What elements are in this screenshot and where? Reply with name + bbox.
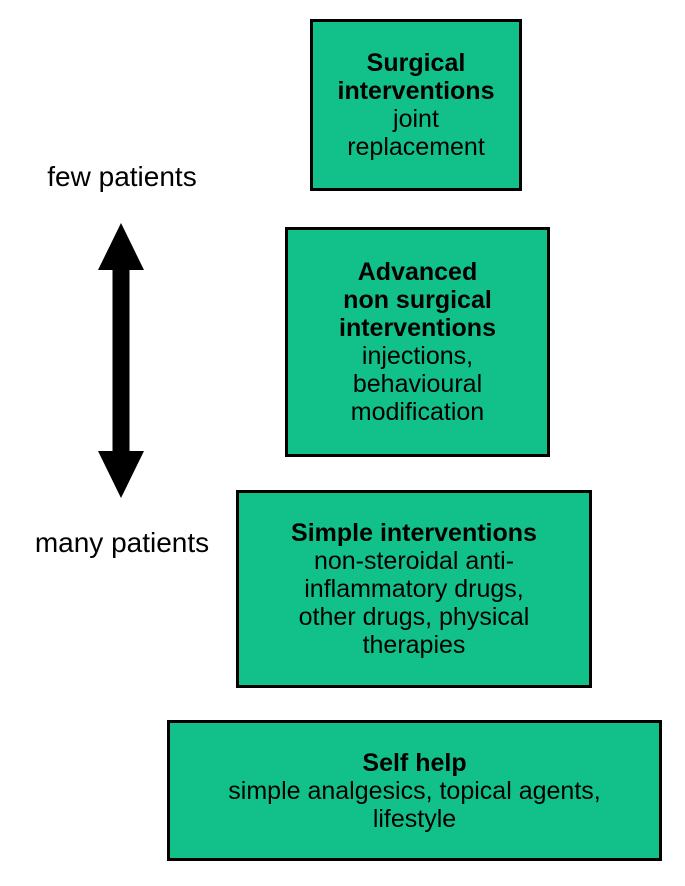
level-detail: simple analgesics, topical agents, lifes… — [228, 776, 601, 833]
level-title: Advanced non surgical interventions — [339, 258, 496, 342]
level-title: Self help — [362, 748, 467, 777]
level-box-self-help: Self help simple analgesics, topical age… — [167, 720, 662, 861]
level-detail: joint replacement — [347, 105, 485, 161]
level-box-advanced-non-surgical-interventions: Advanced non surgical interventions inje… — [285, 227, 550, 457]
level-detail: injections, behavioural modification — [350, 342, 485, 426]
level-title: Surgical interventions — [337, 49, 495, 105]
few-many-double-arrow-icon — [98, 223, 144, 498]
level-title: Simple interventions — [291, 519, 537, 547]
many-patients-label: many patients — [34, 527, 210, 558]
level-box-simple-interventions: Simple interventions non-steroidal anti-… — [236, 490, 592, 688]
level-box-surgical-interventions: Surgical interventions joint replacement — [310, 19, 522, 191]
level-detail: non-steroidal anti- inflammatory drugs, … — [298, 547, 530, 659]
few-patients-label: few patients — [47, 161, 197, 192]
